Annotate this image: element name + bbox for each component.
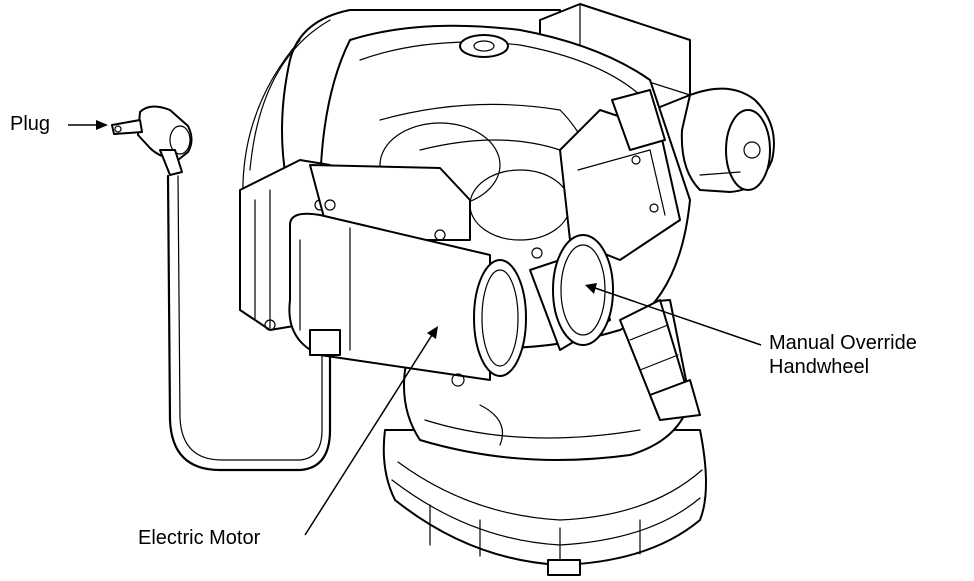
leader-handwheel <box>585 283 762 346</box>
manual-override-handwheel <box>529 234 614 351</box>
actuator-base <box>382 429 707 576</box>
plug-cable <box>166 174 332 472</box>
plug-label: Plug <box>10 113 51 135</box>
leader-plug <box>68 120 108 130</box>
electric-motor-label: Electric Motor <box>138 527 261 549</box>
leader-motor <box>304 326 438 536</box>
cable-gland <box>309 329 341 356</box>
manual-override-label-line2: Handwheel <box>769 356 870 378</box>
plug-cable-inner <box>177 175 323 461</box>
side-fitting <box>619 299 701 421</box>
plug-assembly <box>111 105 193 176</box>
manual-override-label-line1: Manual Override <box>769 332 917 354</box>
manual-override-handwheel-label: Manual Override Handwheel <box>769 331 917 379</box>
side-knob <box>611 87 775 193</box>
